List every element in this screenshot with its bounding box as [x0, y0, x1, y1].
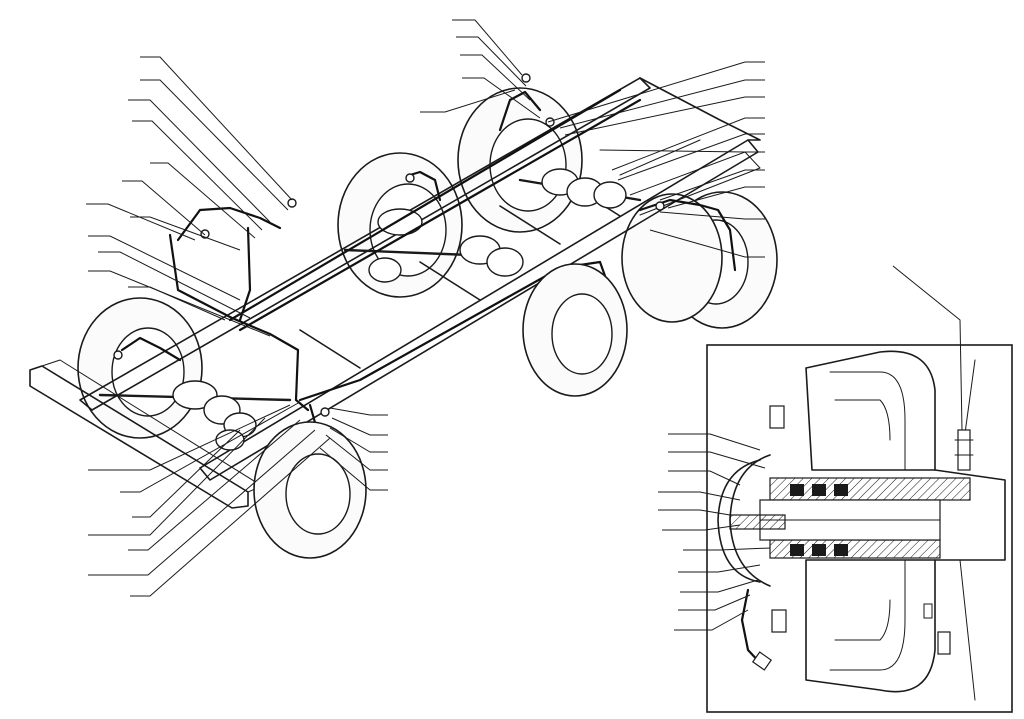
rear-left-wheel-upper [457, 87, 583, 233]
front-axle [98, 380, 292, 451]
rear-right-wheel-inner [621, 193, 723, 323]
inset-callout-leaders [658, 265, 963, 631]
top-callout-leaders [452, 19, 541, 119]
wheel-studs [769, 405, 951, 655]
chassis-view [29, 19, 778, 597]
hub-section-inset [658, 265, 1013, 713]
middle-right-wheel [522, 263, 628, 397]
center-callout-leaders [319, 407, 388, 491]
right-callout-leaders [547, 61, 765, 258]
bearings [790, 484, 848, 556]
left-callout-leaders [86, 56, 516, 597]
front-left-wheel [77, 297, 203, 439]
middle-axle [343, 208, 524, 283]
front-right-wheel [253, 421, 367, 559]
rear-axle [518, 168, 642, 209]
